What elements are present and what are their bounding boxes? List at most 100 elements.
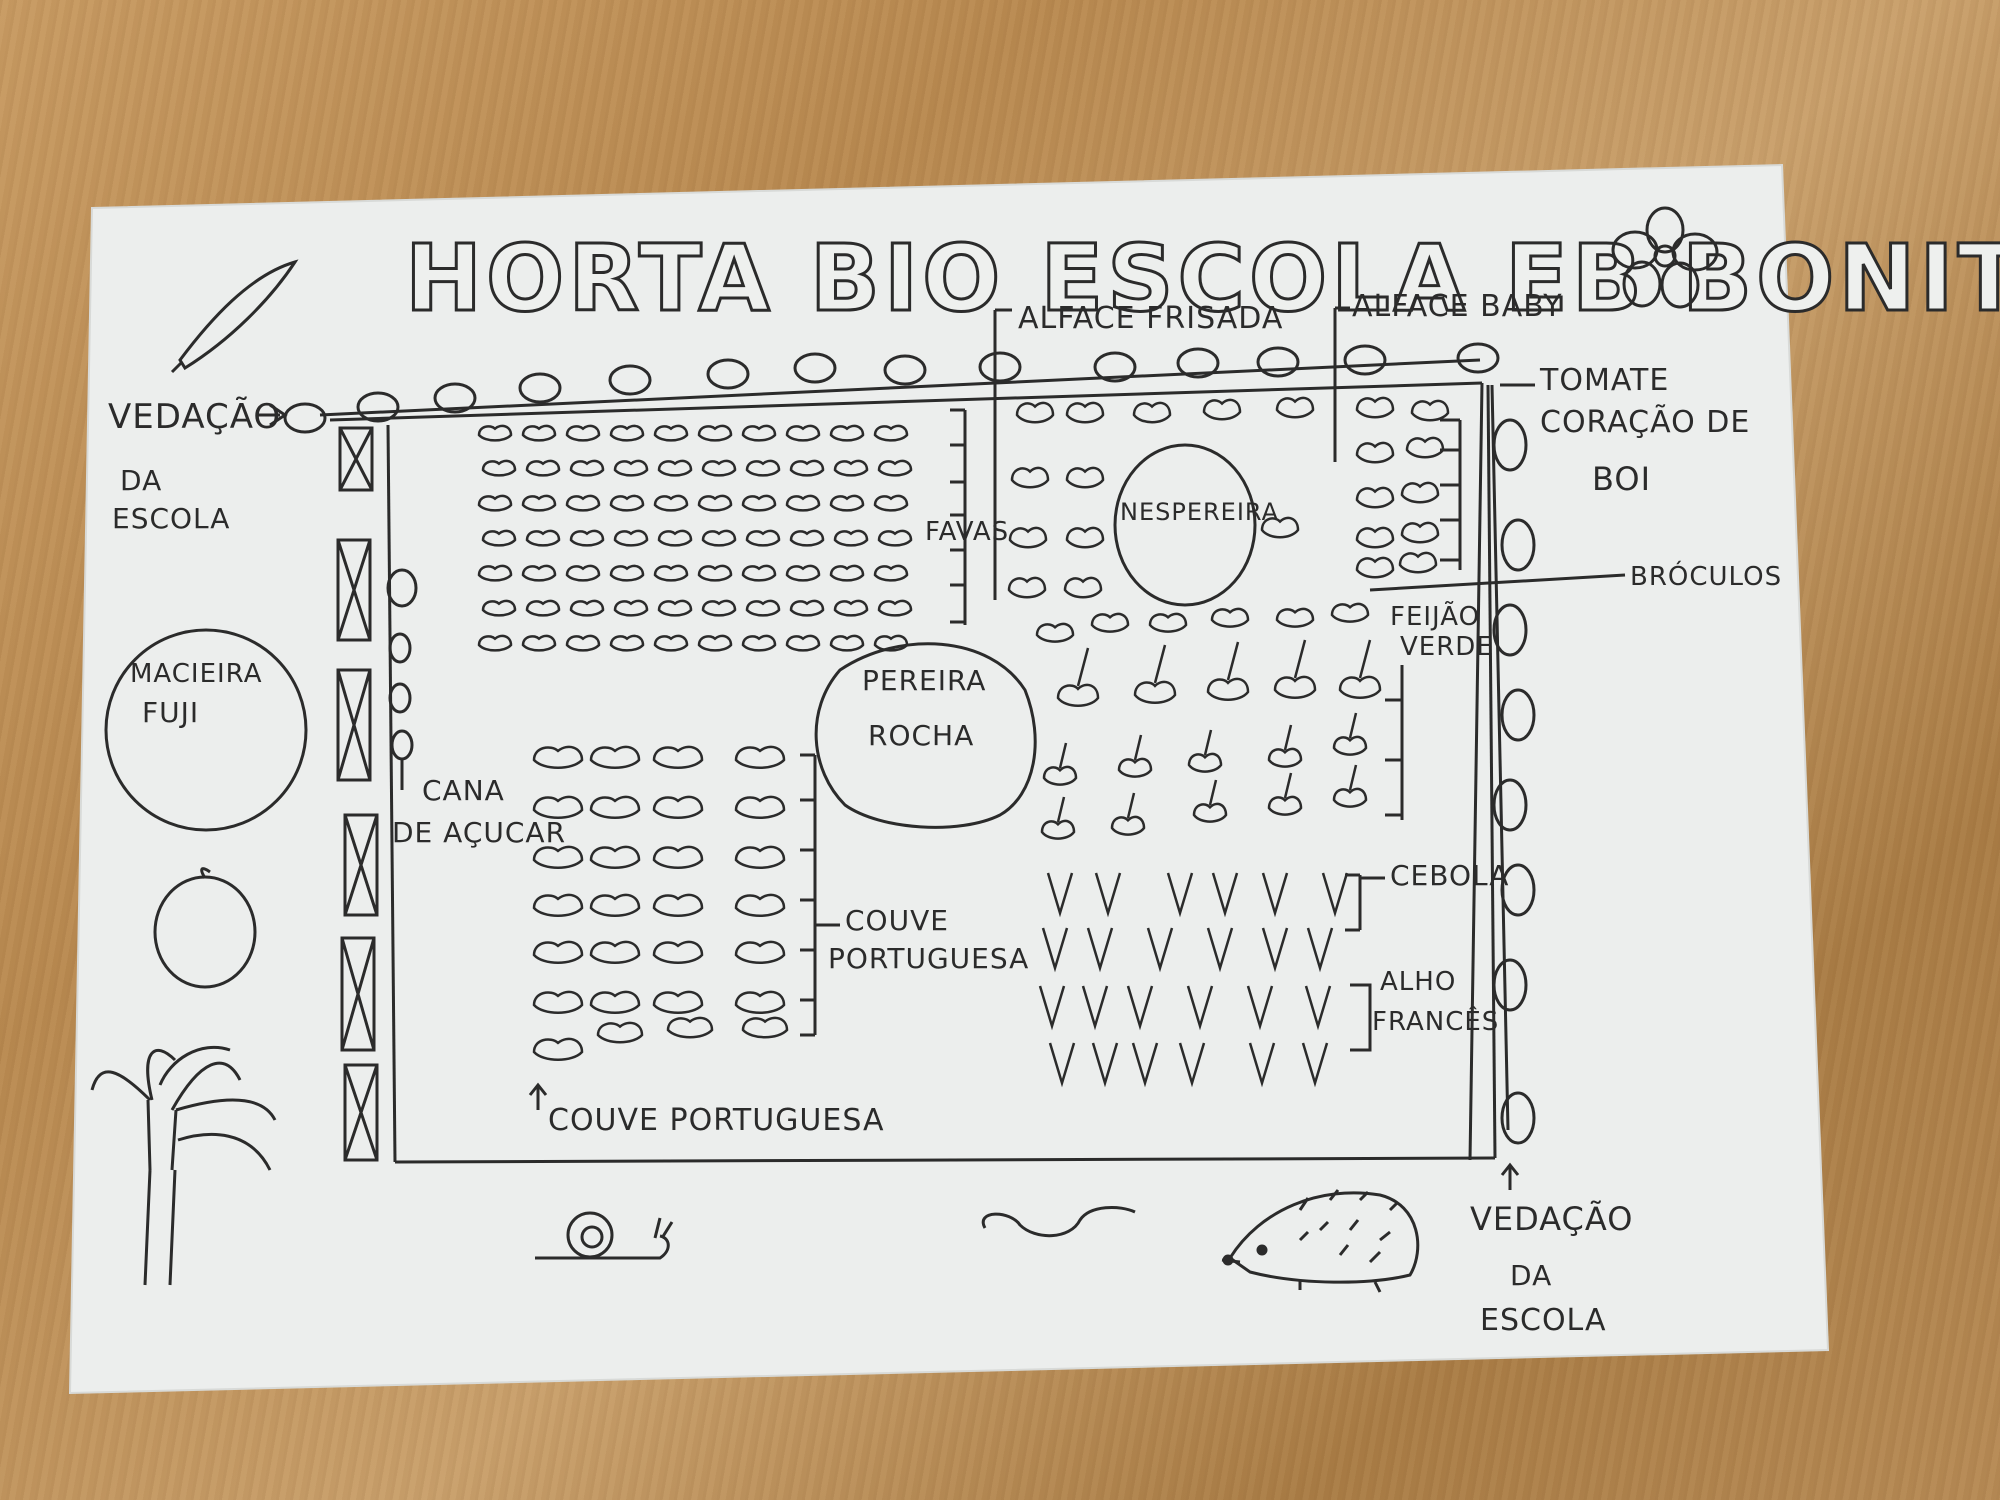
fence-link bbox=[978, 351, 1022, 383]
bean-plant bbox=[1042, 765, 1078, 786]
broccoli-plant bbox=[1338, 675, 1382, 700]
leek-plant bbox=[1248, 1042, 1276, 1088]
fence-link bbox=[1456, 342, 1500, 374]
broad-bean-plant bbox=[789, 599, 825, 617]
broad-bean-plant bbox=[613, 529, 649, 547]
fence-label-right-2: DA bbox=[1510, 1259, 1552, 1292]
lettuce-plant bbox=[1063, 576, 1103, 599]
broad-bean-plant bbox=[785, 424, 821, 442]
cabbage-plant bbox=[532, 940, 584, 965]
broad-bean-plant bbox=[565, 634, 601, 652]
sugarcane-plants bbox=[386, 568, 418, 761]
leek-plant bbox=[1206, 927, 1234, 973]
broad-bean-plant bbox=[525, 459, 561, 477]
lettuce-plant bbox=[1398, 551, 1438, 574]
broccoli-plant bbox=[1330, 602, 1370, 623]
bean-plant bbox=[1332, 787, 1368, 808]
green-bean-label-2: VERDE bbox=[1400, 632, 1494, 662]
lettuce-plant bbox=[1355, 486, 1395, 509]
onion-plant bbox=[1321, 872, 1349, 918]
fence-label-right-1: VEDAÇÃO bbox=[1470, 1200, 1633, 1238]
cabbage-plant bbox=[734, 845, 786, 870]
lettuce-plant bbox=[1132, 401, 1172, 424]
cabbage-plant bbox=[589, 893, 641, 918]
fence-link bbox=[1500, 1091, 1536, 1145]
broad-bean-plant bbox=[565, 564, 601, 582]
onion-plant bbox=[1211, 872, 1239, 918]
lettuce-plant bbox=[1355, 396, 1395, 419]
broad-bean-plant bbox=[657, 529, 693, 547]
fence-link bbox=[1492, 603, 1528, 657]
cabbage-plant bbox=[532, 795, 584, 820]
cabbage-plant bbox=[589, 940, 641, 965]
broccoli-plant bbox=[1090, 612, 1130, 633]
onion-plants bbox=[1038, 872, 1349, 1088]
plant-stem bbox=[1058, 742, 1068, 769]
sugarcane-label-2: DE AÇUCAR bbox=[392, 816, 566, 849]
cabbage-plant bbox=[589, 990, 641, 1015]
cabbage-label-1: COUVE bbox=[845, 904, 949, 937]
broad-bean-plant bbox=[613, 599, 649, 617]
arrow-up-icon bbox=[528, 1082, 548, 1110]
broad-bean-plant bbox=[745, 459, 781, 477]
fence-link bbox=[1492, 418, 1528, 472]
leek-plant bbox=[1246, 985, 1274, 1031]
fence-link bbox=[1500, 518, 1536, 572]
baby-bracket bbox=[1440, 418, 1462, 570]
fence-label-left-2: DA bbox=[120, 464, 162, 497]
cabbage-plant bbox=[734, 745, 786, 770]
box-cross bbox=[336, 539, 372, 641]
cabbage-plant bbox=[666, 1016, 714, 1039]
garden-border bbox=[329, 381, 1497, 1164]
cabbage-plant bbox=[589, 795, 641, 820]
broad-bean-plant bbox=[653, 424, 689, 442]
lettuce-plant bbox=[1065, 526, 1105, 549]
cabbage-plant bbox=[532, 845, 584, 870]
leek-plant bbox=[1131, 1042, 1159, 1088]
fence-wire bbox=[1490, 384, 1510, 1131]
fence-link bbox=[793, 352, 837, 384]
lettuce-plant bbox=[1405, 436, 1445, 459]
lettuce-plant bbox=[1015, 401, 1055, 424]
broad-bean-plant bbox=[829, 494, 865, 512]
broad-bean-plant bbox=[701, 529, 737, 547]
broad-bean-plant bbox=[653, 494, 689, 512]
cabbage-plant bbox=[734, 893, 786, 918]
broad-bean-plant bbox=[565, 494, 601, 512]
fence-link bbox=[433, 382, 477, 414]
plant-stem bbox=[1203, 729, 1213, 756]
broad-bean-plant bbox=[477, 424, 513, 442]
bean-plant bbox=[1332, 735, 1368, 756]
broad-bean-plant bbox=[701, 599, 737, 617]
broccoli-stem bbox=[1226, 641, 1240, 681]
bean-plant bbox=[1117, 757, 1153, 778]
onion-plant bbox=[1094, 872, 1122, 918]
alface-frisada-bracket bbox=[993, 308, 1012, 600]
cabbage-plant bbox=[734, 940, 786, 965]
cabbage-plant bbox=[734, 795, 786, 820]
sugarcane-icon bbox=[90, 1045, 277, 1286]
leek-plant bbox=[1048, 1042, 1076, 1088]
fence-wire bbox=[319, 358, 1481, 417]
cabbage-plants bbox=[532, 745, 789, 1062]
broccoli-plant bbox=[1035, 622, 1075, 643]
broad-bean-plant bbox=[745, 599, 781, 617]
broccoli-connector bbox=[1369, 573, 1626, 592]
plant-stem bbox=[1348, 764, 1358, 791]
cabbage-plant bbox=[652, 845, 704, 870]
plant-stem bbox=[1348, 712, 1358, 739]
cabbage-plant bbox=[589, 845, 641, 870]
cabbage-plant bbox=[741, 1016, 789, 1039]
broccoli-stem bbox=[1293, 639, 1307, 679]
cabbage-plant bbox=[734, 990, 786, 1015]
broad-bean-plant bbox=[789, 529, 825, 547]
sugarcane-box bbox=[343, 1063, 379, 1162]
lettuce-plant bbox=[1275, 396, 1315, 419]
paper-sheet bbox=[68, 163, 1830, 1395]
broad-bean-plant bbox=[829, 564, 865, 582]
onion-plant bbox=[1166, 872, 1194, 918]
worm-icon bbox=[981, 1206, 1136, 1238]
broad-bean-plant bbox=[833, 529, 869, 547]
cabbage-plant bbox=[589, 745, 641, 770]
fence-link bbox=[1492, 778, 1528, 832]
